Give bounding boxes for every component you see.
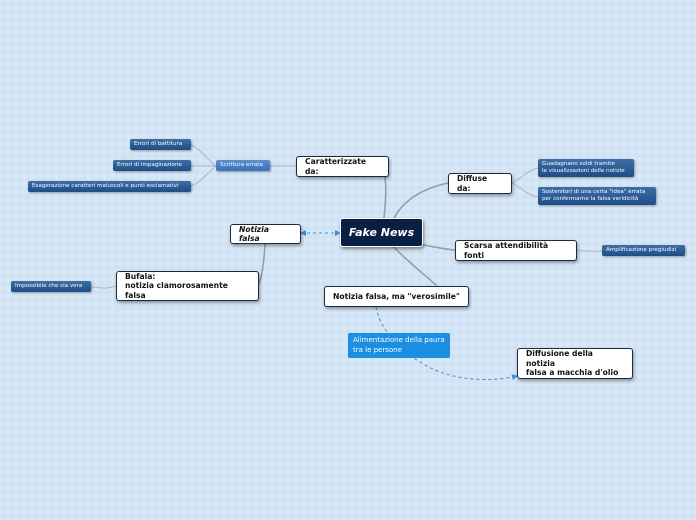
link-scrittura-esagerazione <box>190 165 217 187</box>
link-scarsa-amplificazione <box>576 249 603 252</box>
callout-alimentazione-paura[interactable]: Alimentazione della paura tra le persone <box>348 333 450 358</box>
topic-bufala[interactable]: Bufala: notizia clamorosamente falsa <box>116 271 259 301</box>
topic-diffusione-macchia-olio[interactable]: Diffusione della notizia falsa a macchia… <box>517 348 633 379</box>
link-central-diffuse <box>393 182 449 219</box>
subtopic-scrittura-errata[interactable]: Scrittura errata <box>216 160 270 171</box>
central-topic-fake-news[interactable]: Fake News <box>340 218 423 247</box>
subtopic-esagerazione[interactable]: Esagerazione caratteri maiuscoli e punti… <box>28 181 191 192</box>
topic-notizia-falsa[interactable]: Notizia falsa <box>230 224 301 244</box>
link-diffuse-sostenitori <box>511 182 539 198</box>
topic-caratterizzate[interactable]: Caratterizzate da: <box>296 156 389 177</box>
subtopic-guadagnano[interactable]: Guadagnano soldi tramite le visualizzazi… <box>538 159 634 177</box>
link-notizia-bufala <box>257 243 266 287</box>
topic-scarsa-attendibilita[interactable]: Scarsa attendibilità fonti <box>455 240 577 261</box>
link-scrittura-battitura <box>190 144 217 167</box>
topic-diffuse[interactable]: Diffuse da: <box>448 173 512 194</box>
subtopic-amplificazione-pregiudizi[interactable]: Amplificazione pregiudizi <box>602 245 685 256</box>
link-diffuse-guadagnano <box>511 167 539 184</box>
dashed-link-verosimile-diffusione <box>375 306 518 381</box>
link-bufala-impossibile <box>90 285 117 289</box>
link-central-scarsa <box>422 244 456 251</box>
link-central-verosimile <box>393 246 437 286</box>
link-central-caratterizzate <box>383 176 387 219</box>
subtopic-errori-impaginazione[interactable]: Errori di impaginazione <box>113 160 191 171</box>
topic-verosimile[interactable]: Notizia falsa, ma "verosimile" <box>324 286 469 307</box>
subtopic-impossibile[interactable]: Impossibile che sia vera <box>11 281 91 292</box>
subtopic-errori-battitura[interactable]: Errori di battitura <box>130 139 191 150</box>
subtopic-sostenitori[interactable]: Sostenitori di una certa "idea" errata p… <box>538 187 656 205</box>
